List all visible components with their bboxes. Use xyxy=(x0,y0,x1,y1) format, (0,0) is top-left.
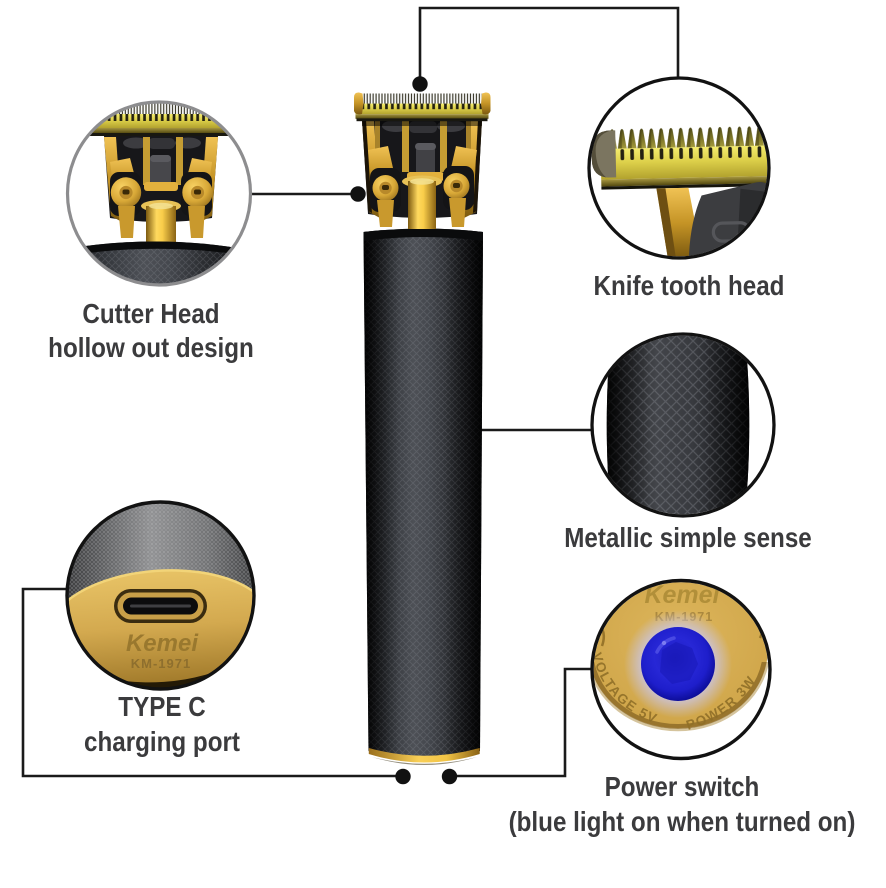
callout-circle-cutter-head xyxy=(65,100,253,287)
callout-circle-type-c: Kemei KM-1971 xyxy=(65,500,256,691)
trimmer-head xyxy=(362,119,482,229)
body-gold-rim xyxy=(368,748,480,763)
dot-cutter-head xyxy=(350,186,366,202)
power-led-button xyxy=(624,610,732,718)
usb-c-port xyxy=(114,589,207,623)
callout-circle-metallic xyxy=(590,332,776,518)
label-power-switch-line1: Power switch xyxy=(604,771,759,802)
label-type-c: TYPE C charging port xyxy=(84,689,240,759)
callout-line-power-switch xyxy=(449,667,592,778)
label-type-c-line1: TYPE C xyxy=(117,691,206,722)
callout-line-knife-tooth xyxy=(418,6,680,84)
circle-ring-knife-tooth xyxy=(587,76,771,260)
dot-knife-tooth xyxy=(412,76,428,92)
roller-left xyxy=(372,175,399,201)
label-type-c-line2: charging port xyxy=(83,726,240,757)
label-power-switch: Power switch (blue light on when turned … xyxy=(508,769,855,839)
engraving-model-port: KM-1971 xyxy=(131,656,191,671)
dot-power-right xyxy=(441,768,458,785)
callout-circle-power-switch: Kemei KM-1971 VOLTAGE 5V POWER 3W xyxy=(590,578,772,761)
dot-type-c-left xyxy=(395,768,411,785)
engraving-brand-power: Kemei xyxy=(644,581,720,609)
callout-circle-knife-tooth xyxy=(587,76,771,260)
label-metallic: Metallic simple sense xyxy=(564,521,812,555)
label-knife-tooth-line1: Knife tooth head xyxy=(593,270,784,301)
label-cutter-head-line2: hollow out design xyxy=(48,331,254,363)
trimmer-product xyxy=(354,92,491,765)
circle-ring-cutter-head xyxy=(65,100,253,287)
label-cutter-head-line1: Cutter Head xyxy=(82,298,220,329)
trimmer-blade xyxy=(354,92,491,126)
circle-ring-metallic xyxy=(590,332,776,518)
engraving-brand-port: Kemei xyxy=(126,630,199,657)
roller-right xyxy=(443,173,470,199)
circle-ring-type-c xyxy=(65,500,256,691)
circle-ring-power-switch xyxy=(590,578,772,761)
label-metallic-line1: Metallic simple sense xyxy=(564,522,812,553)
label-cutter-head: Cutter Head hollow out design xyxy=(48,297,254,364)
label-knife-tooth: Knife tooth head xyxy=(593,269,784,303)
callout-line-type-c xyxy=(21,587,403,778)
label-power-switch-line2: (blue light on when turned on) xyxy=(508,806,855,837)
blade-end-right xyxy=(481,92,491,115)
trimmer-body xyxy=(363,228,483,765)
blade-end-left xyxy=(354,92,364,115)
